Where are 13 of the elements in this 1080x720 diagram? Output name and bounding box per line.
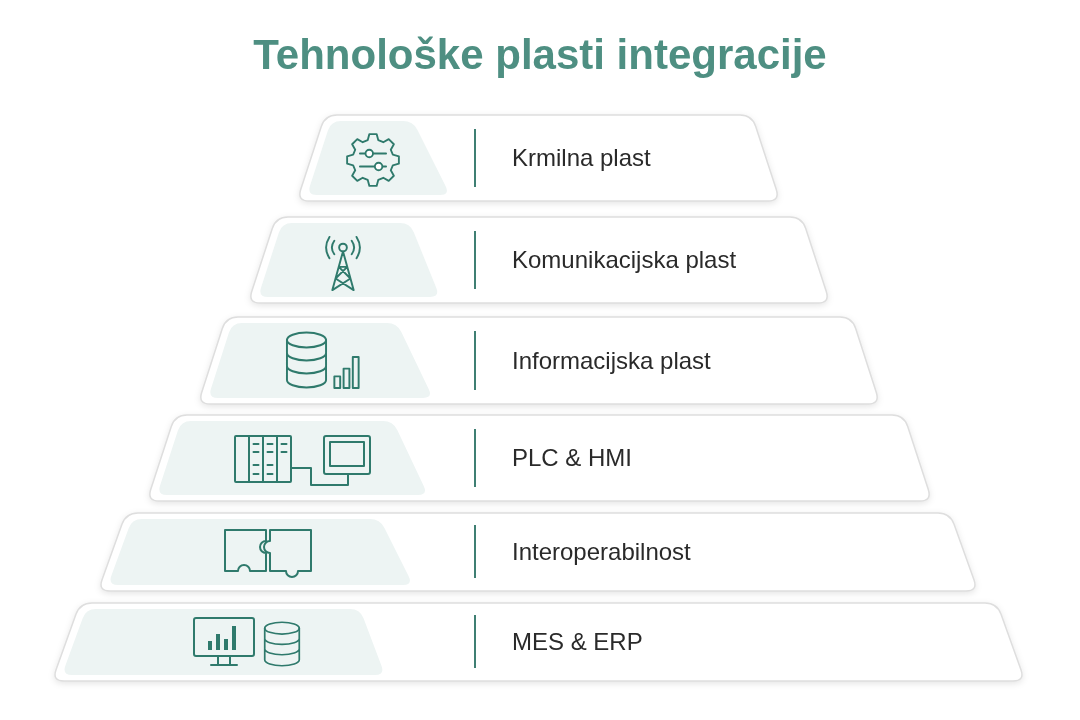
layer-band (297, 115, 780, 201)
layer-band (98, 513, 978, 591)
layer-band (147, 415, 932, 501)
layer-label: PLC & HMI (512, 443, 633, 473)
layer-band (198, 317, 880, 404)
title: Tehnološke plasti integracije (253, 30, 827, 80)
layer-band (52, 603, 1025, 681)
layer-label: Komunikacijska plast (512, 245, 737, 275)
layer-label: Informacijska plast (512, 346, 711, 376)
layer-label: MES & ERP (512, 627, 643, 657)
layer-band (248, 217, 830, 303)
layer-label: Krmilna plast (512, 143, 651, 173)
layer-label: Interoperabilnost (512, 537, 691, 567)
